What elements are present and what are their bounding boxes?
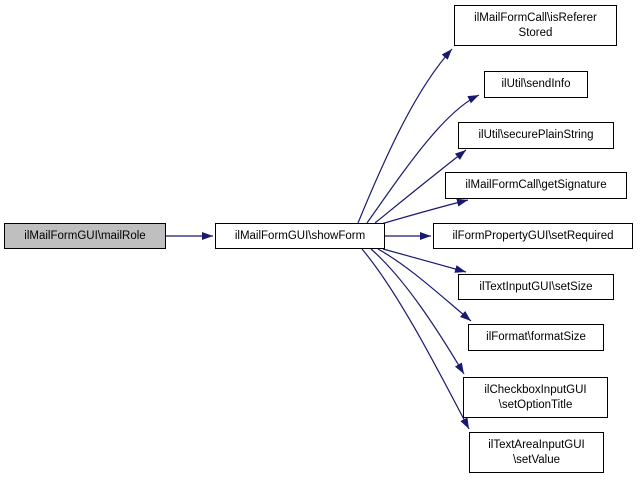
edge-showform-isrefererstored	[357, 48, 453, 224]
node-setsize[interactable]: ilTextInputGUI\setSize	[458, 274, 614, 300]
node-sendinfo[interactable]: ilUtil\sendInfo	[484, 71, 588, 98]
node-mailrole: ilMailFormGUI\mailRole	[4, 223, 166, 249]
edge-showform-setoptiontitle	[370, 248, 465, 375]
node-showform[interactable]: ilMailFormGUI\showForm	[215, 223, 385, 249]
node-getsignature-label: ilMailFormCall\getSignature	[465, 179, 607, 192]
node-sendinfo-label: ilUtil\sendInfo	[501, 78, 571, 91]
node-setoptiontitle-label: ilCheckboxInputGUI \setOptionTitle	[484, 383, 587, 411]
node-secureplainstring-label: ilUtil\securePlainString	[478, 129, 594, 142]
node-getsignature[interactable]: ilMailFormCall\getSignature	[445, 172, 627, 199]
node-setsize-label: ilTextInputGUI\setSize	[479, 280, 593, 293]
node-formatsize-label: ilFormat\formatSize	[486, 331, 586, 344]
node-formatsize[interactable]: ilFormat\formatSize	[468, 324, 604, 351]
node-setvalue-label: ilTextAreaInputGUI \setValue	[488, 438, 585, 466]
node-secureplainstring[interactable]: ilUtil\securePlainString	[458, 122, 614, 149]
node-isrefererstored[interactable]: ilMailFormCall\isReferer Stored	[454, 5, 617, 46]
node-setvalue[interactable]: ilTextAreaInputGUI \setValue	[469, 432, 604, 473]
node-setoptiontitle[interactable]: ilCheckboxInputGUI \setOptionTitle	[463, 377, 608, 418]
edge-showform-getsignature	[380, 198, 469, 225]
node-setrequired-label: ilFormPropertyGUI\setRequired	[452, 229, 614, 242]
edge-showform-secureplainstring	[374, 149, 467, 224]
node-showform-label: ilMailFormGUI\showForm	[234, 229, 366, 242]
node-mailrole-label: ilMailFormGUI\mailRole	[24, 229, 146, 242]
edge-showform-setsize	[382, 248, 467, 273]
node-isrefererstored-label: ilMailFormCall\isReferer Stored	[474, 11, 597, 39]
edge-showform-setvalue	[361, 248, 470, 430]
edge-showform-sendinfo	[366, 94, 480, 224]
edge-showform-formatsize	[377, 248, 472, 322]
node-setrequired[interactable]: ilFormPropertyGUI\setRequired	[433, 223, 633, 249]
